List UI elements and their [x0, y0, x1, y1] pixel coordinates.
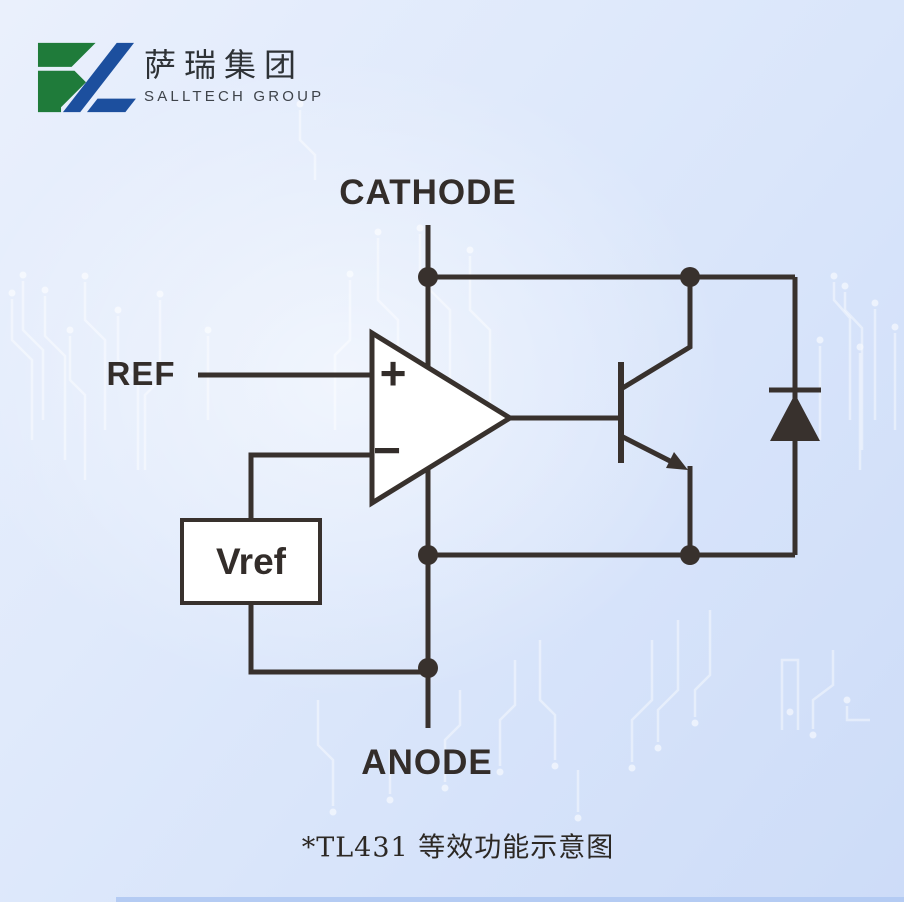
diagram-caption: *TL431 等效功能示意图	[301, 832, 615, 864]
npn-transistor-icon	[618, 362, 688, 470]
vref-label: Vref	[216, 540, 286, 582]
anode-pin-label: ANODE	[361, 743, 493, 782]
diode-triangle	[770, 394, 820, 441]
opamp-noninverting-input-label: +	[379, 346, 407, 399]
diode-icon	[769, 387, 821, 441]
vref-block: Vref	[180, 518, 322, 605]
cathode-pin-label: CATHODE	[339, 173, 517, 212]
salltech-logo-icon	[37, 42, 136, 113]
opamp-triangle-icon	[369, 328, 515, 508]
logo-company-name-en: SALLTECH GROUP	[144, 87, 325, 105]
schematic-wires	[198, 225, 798, 728]
junction-dot	[418, 267, 438, 287]
junction-dot	[418, 658, 438, 678]
emitter-arrowhead-icon	[666, 452, 688, 470]
logo-text: 萨瑞集团 SALLTECH GROUP	[144, 41, 325, 105]
ref-pin-label: REF	[106, 355, 176, 392]
wire-emitter	[619, 433, 674, 465]
logo-green-banner-shape	[37, 42, 96, 67]
wire-vref-return	[248, 603, 426, 675]
logo-blue-slash-shape	[62, 42, 135, 113]
brand-logo: 萨瑞集团 SALLTECH GROUP	[36, 41, 324, 114]
opamp-inverting-input-label: −	[372, 424, 402, 478]
bottom-accent-bar	[116, 897, 904, 902]
logo-green-arrow-shape	[37, 70, 86, 113]
junction-dot	[680, 267, 700, 287]
logo-blue-base-shape	[86, 98, 136, 113]
wire-inverting-input	[248, 452, 372, 520]
wire-collector	[619, 277, 693, 392]
junction-dots	[418, 267, 700, 678]
logo-company-name-cn: 萨瑞集团	[144, 46, 305, 84]
junction-dot	[680, 545, 700, 565]
junction-dot	[418, 545, 438, 565]
